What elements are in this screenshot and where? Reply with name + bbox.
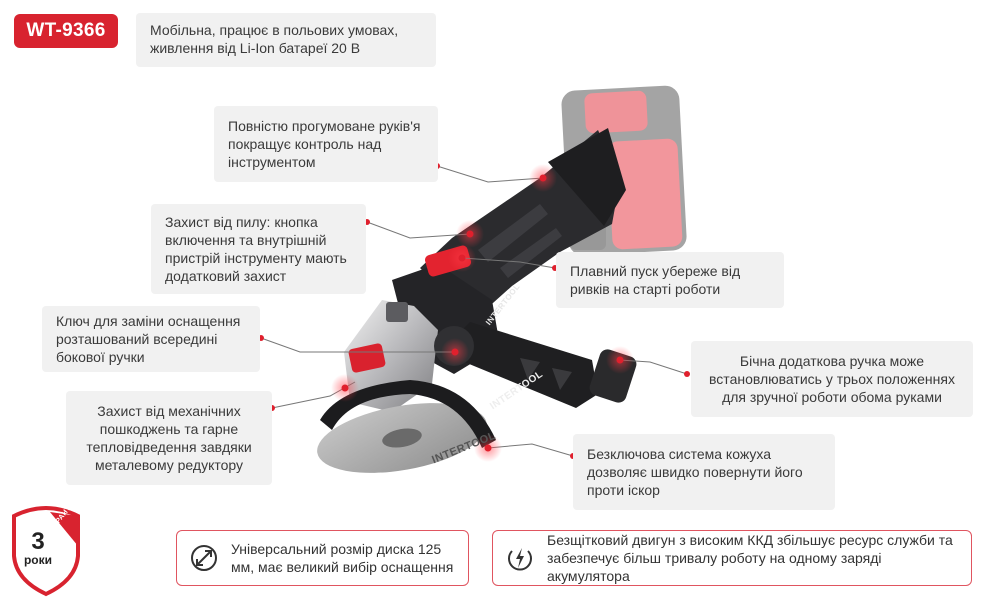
callout-gearbox: Захист від механічних пошкоджень та гарн… xyxy=(66,391,272,485)
model-number: WT-9366 xyxy=(26,20,106,41)
callout-battery: Мобільна, працює в польових умовах, живл… xyxy=(136,13,436,67)
callout-key: Ключ для заміни оснащення розташований в… xyxy=(42,306,260,372)
warranty-shield-icon xyxy=(12,506,80,597)
callout-side-handle: Бічна додаткова ручка може встановлювати… xyxy=(691,341,973,417)
callout-side-handle-text: Бічна додаткова ручка може встановлювати… xyxy=(709,353,955,405)
feature-disc-size: Універсальний розмір диска 125 мм, має в… xyxy=(176,530,469,586)
callout-key-text: Ключ для заміни оснащення розташований в… xyxy=(56,313,241,365)
warranty-unit: роки xyxy=(23,553,53,567)
callout-soft-start-text: Плавний пуск убереже від ривків на старт… xyxy=(570,263,741,297)
feature-disc-text: Універсальний розмір диска 125 мм, має в… xyxy=(231,541,454,575)
callout-battery-text: Мобільна, працює в польових умовах, живл… xyxy=(150,22,399,56)
cutting-disc xyxy=(317,380,496,473)
callout-grip-text: Повністю прогумоване руків'я покращує ко… xyxy=(228,118,421,170)
callout-protection-text: Захист від пилу: кнопка включення та вну… xyxy=(165,214,347,284)
diameter-icon xyxy=(189,543,219,573)
callout-protection: Захист від пилу: кнопка включення та вну… xyxy=(151,204,366,294)
feature-motor-text: Безщітковий двигун з високим ККД збільшу… xyxy=(547,532,953,584)
model-badge: WT-9366 xyxy=(14,14,118,48)
callout-gearbox-text: Захист від механічних пошкоджень та гарн… xyxy=(86,403,252,473)
callout-guard: Безключова система кожуха дозволяє швидк… xyxy=(573,434,835,510)
callout-grip: Повністю прогумоване руків'я покращує ко… xyxy=(214,106,438,182)
warranty-years: 3 xyxy=(31,528,45,555)
brushless-motor-icon xyxy=(505,543,535,573)
callout-soft-start: Плавний пуск убереже від ривків на старт… xyxy=(556,252,784,308)
callout-guard-text: Безключова система кожуха дозволяє швидк… xyxy=(587,446,803,498)
callout-markers xyxy=(258,163,690,462)
grinder-body xyxy=(344,128,626,412)
feature-motor: Безщітковий двигун з високим ККД збільшу… xyxy=(492,530,972,586)
